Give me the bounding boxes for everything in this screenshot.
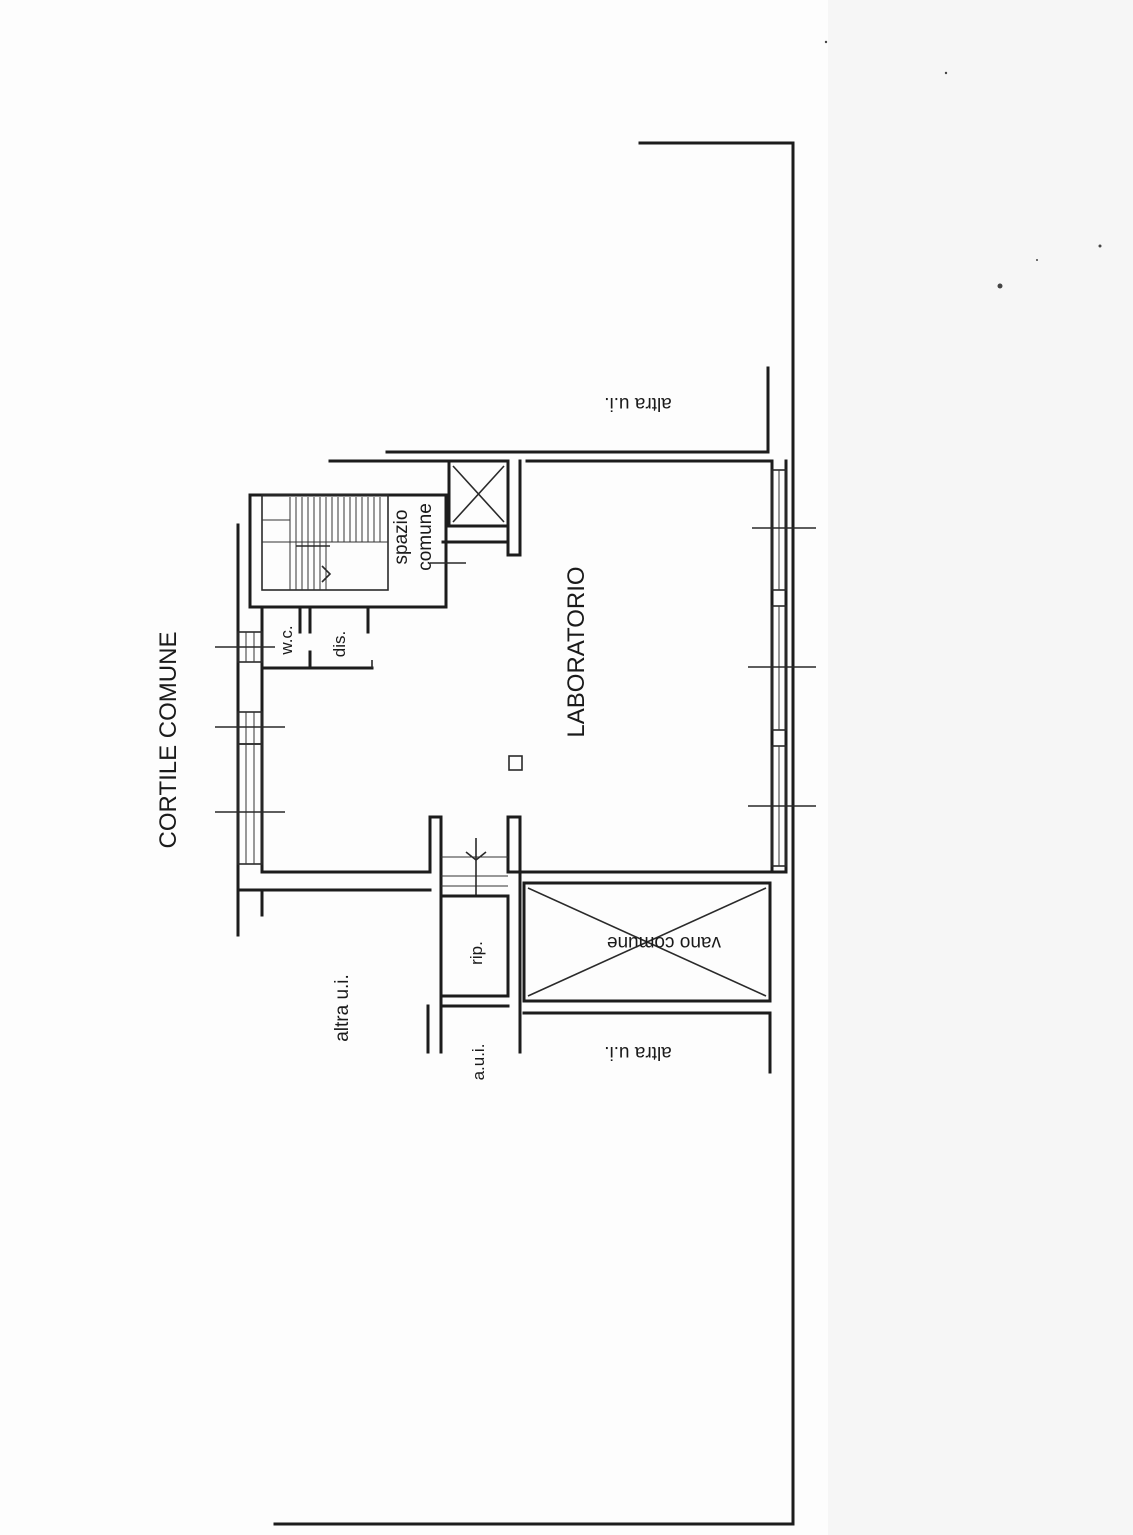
pillar [508, 755, 523, 771]
common-room [522, 881, 772, 1003]
facade-windows [748, 469, 816, 867]
other-unit-top-label: altra u.i. [604, 393, 672, 414]
entrance-corridor [426, 815, 522, 1054]
common-space-label-line1: spazio [391, 510, 412, 565]
scan-edge-shade [828, 0, 1133, 1535]
window [215, 631, 275, 663]
storage-label: rip. [467, 941, 486, 965]
window [215, 711, 285, 745]
courtyard-label: CORTILE COMUNE [155, 632, 182, 849]
scan-specks [824, 40, 1102, 289]
upper-unit-walls [385, 366, 770, 454]
courtyard-windows [215, 631, 285, 865]
workshop-label: LABORATORIO [563, 566, 590, 737]
common-room-label: vano comune [607, 932, 721, 953]
lower-unit-walls [260, 888, 772, 1074]
outer-boundary [273, 141, 795, 1526]
staircase [248, 493, 466, 609]
shaft [441, 459, 522, 557]
dis-label: dis. [330, 631, 349, 657]
other-unit-bottom-label: altra u.i. [604, 1042, 672, 1063]
common-space-label-line2: comune [415, 503, 436, 571]
other-unit-small-label: a.u.i. [469, 1044, 488, 1081]
wc-label: w.c. [277, 625, 296, 655]
wc-block [248, 605, 374, 670]
window [215, 743, 285, 865]
other-unit-left-label: altra u.i. [332, 974, 353, 1042]
